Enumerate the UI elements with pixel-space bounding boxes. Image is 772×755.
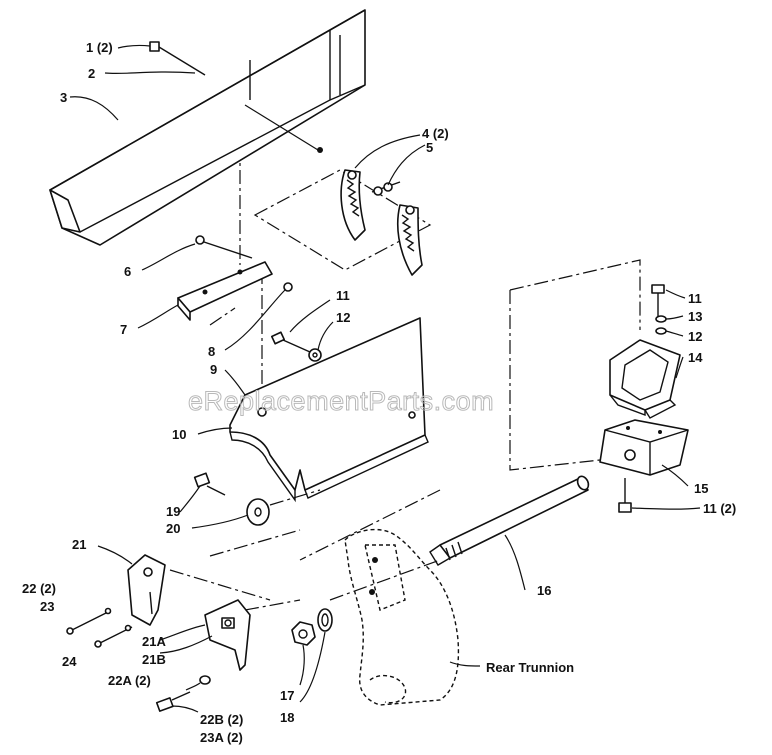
callout-6: 6 [124,264,131,279]
callout-7: 7 [120,322,127,337]
callout-2: 2 [88,66,95,81]
bolt-6 [195,235,253,259]
saw-blade-left [340,169,366,241]
nut-17 [291,621,316,646]
knob-20 [246,498,270,526]
callout-16: 16 [537,583,551,598]
upper-blade-guard [49,9,366,246]
callout-21a: 21A [142,634,166,649]
rear-trunnion [344,528,460,706]
leader-lines [69,44,701,713]
bracket-21 [127,554,166,626]
screw-23a [155,691,191,712]
callout-23a: 23A (2) [200,730,243,745]
callout-21: 21 [72,537,86,552]
callout-18: 18 [280,710,294,725]
callout-13: 13 [688,309,702,324]
bolt-11-upper [270,331,322,362]
callout-9: 9 [210,362,217,377]
block-15 [599,419,689,476]
callout-11-upper: 11 [336,288,350,303]
callout-23: 23 [40,599,54,614]
callout-15: 15 [694,481,708,496]
saw-blade-right [396,204,423,276]
callout-22: 22 (2) [22,581,56,596]
bracket-14 [609,339,681,419]
callout-20: 20 [166,521,180,536]
bolt-11-lower [618,478,632,513]
callout-24: 24 [62,654,77,669]
callout-19: 19 [166,504,180,519]
callout-11-right: 11 [688,291,702,306]
lower-guard-plate-10 [229,317,429,503]
callout-4: 4 (2) [422,126,449,141]
callout-labels: 1 (2) 2 3 4 (2) 5 6 7 8 9 10 11 12 11 13… [22,40,736,745]
washer-18 [317,608,333,632]
screw-22a [199,675,211,685]
bolt-11-right [651,284,667,335]
callout-3: 3 [60,90,67,105]
bolt-19 [193,472,226,496]
screw-24 [94,624,133,648]
callout-14: 14 [688,350,703,365]
callout-5: 5 [426,140,433,155]
watermark-text: eReplacementParts.com [188,386,494,416]
blade-support-plate [253,169,432,271]
nut-8 [283,282,293,292]
blade-pin-5 [371,181,401,196]
callout-11-lower: 11 (2) [703,501,736,516]
callout-22b: 22B (2) [200,712,243,727]
plate-21a [204,599,251,671]
callout-21b: 21B [142,652,166,667]
screw-23 [66,607,112,635]
rear-trunnion-label: Rear Trunnion [486,660,574,675]
screw-1 [149,41,206,76]
callout-22a: 22A (2) [108,673,151,688]
callout-12-upper: 12 [336,310,350,325]
callout-1: 1 (2) [86,40,113,55]
alignment-lines [169,95,641,611]
shaft-16 [429,475,590,566]
callout-12-right: 12 [688,329,702,344]
callout-17: 17 [280,688,294,703]
callout-10: 10 [172,427,186,442]
bracket-7 [177,261,273,321]
callout-8: 8 [208,344,215,359]
